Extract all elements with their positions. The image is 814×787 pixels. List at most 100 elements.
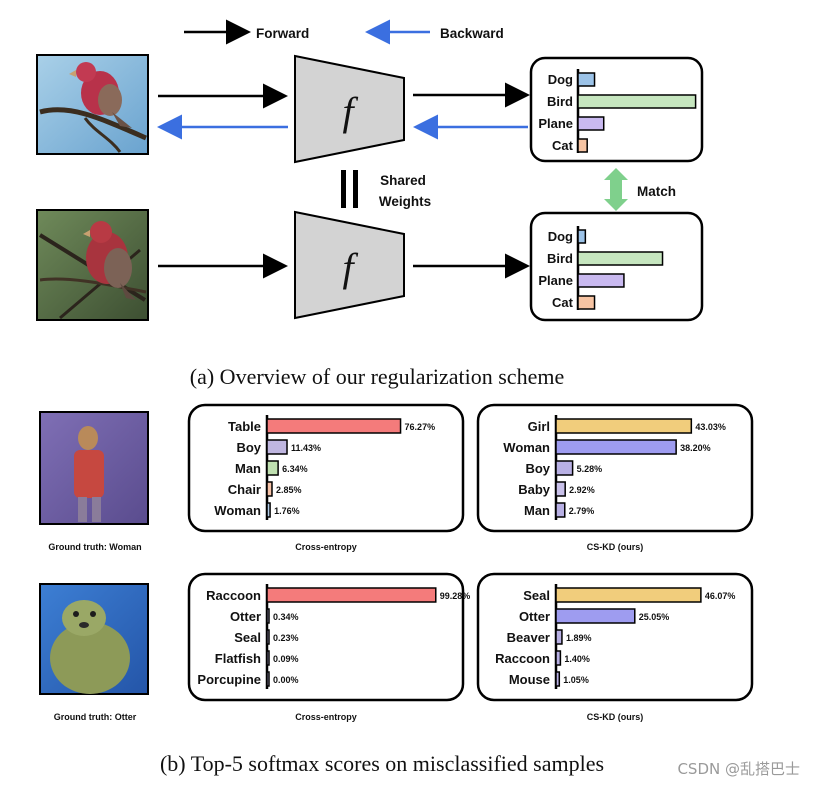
network-top: f (294, 54, 405, 164)
score-value-boy: 5.28% (577, 464, 603, 474)
bird-image-top (36, 54, 149, 155)
score-bar-seal (555, 587, 702, 603)
class-label-otter: Otter (230, 609, 261, 624)
score-value-boy: 11.43% (291, 443, 321, 453)
panel-otter-cskd (476, 572, 754, 702)
class-label-baby: Baby (518, 482, 551, 497)
output-top-label-dog: Dog (548, 72, 573, 87)
output-top-bar-cat (577, 138, 588, 153)
shared-weights: Shared Weights (341, 170, 431, 209)
score-value-man: 2.79% (569, 506, 595, 516)
class-label-chair: Chair (228, 482, 261, 497)
network-bottom: f (294, 210, 405, 320)
class-label-raccoon: Raccoon (206, 588, 261, 603)
class-label-boy: Boy (525, 461, 550, 476)
output-bottom-bar-dog (577, 229, 587, 244)
class-label-seal: Seal (523, 588, 550, 603)
shared-bar-right (353, 170, 358, 208)
score-bar-beaver (555, 629, 563, 645)
class-label-boy: Boy (236, 440, 261, 455)
output-bottom-bar-cat (577, 295, 596, 310)
output-top-bar-plane (577, 116, 605, 131)
score-value-seal: 46.07% (705, 591, 736, 601)
panel-title-otter-cskd: CS-KD (ours) (587, 712, 644, 722)
class-label-table: Table (228, 419, 261, 434)
score-bar-otter (555, 608, 636, 624)
match-arrow: Match (604, 168, 676, 211)
class-label-man: Man (235, 461, 261, 476)
score-value-mouse: 1.05% (563, 675, 589, 685)
bird-image-bottom (36, 209, 149, 321)
legend: Forward Backward (184, 19, 504, 45)
ground-truth-otter: Ground truth: Otter (54, 712, 137, 722)
score-value-table: 76.27% (405, 422, 436, 432)
match-label: Match (637, 184, 676, 199)
panel-title-woman-ce: Cross-entropy (295, 542, 357, 552)
class-label-mouse: Mouse (509, 672, 550, 687)
watermark: CSDN @乱搭巴士 (677, 760, 800, 778)
score-bar-baby (555, 481, 566, 497)
score-value-otter: 0.34% (273, 612, 299, 622)
output-box-bottom (529, 211, 704, 322)
output-bottom-label-dog: Dog (548, 229, 573, 244)
class-label-girl: Girl (528, 419, 550, 434)
score-bar-boy (555, 460, 574, 476)
output-box-top (529, 56, 704, 163)
output-top-bar-bird (577, 94, 697, 109)
class-label-porcupine: Porcupine (197, 672, 261, 687)
score-value-raccoon: 99.28% (440, 591, 471, 601)
output-top-label-plane: Plane (538, 116, 573, 131)
score-bar-girl (555, 418, 693, 434)
class-label-flatfish: Flatfish (215, 651, 261, 666)
output-bottom-label-cat: Cat (552, 295, 574, 310)
panel-otter-cross-entropy (187, 572, 465, 702)
woman-sample-image (39, 411, 149, 525)
class-label-woman: Woman (214, 503, 261, 518)
output-bottom-bar-bird (577, 251, 664, 266)
score-value-girl: 43.03% (695, 422, 726, 432)
score-value-seal: 0.23% (273, 633, 299, 643)
shared-bar-left (341, 170, 346, 208)
score-bar-boy (266, 439, 288, 455)
otter-sample-image (39, 583, 149, 695)
output-bottom-label-bird: Bird (547, 251, 573, 266)
panel-title-otter-ce: Cross-entropy (295, 712, 357, 722)
score-value-otter: 25.05% (639, 612, 670, 622)
class-label-beaver: Beaver (507, 630, 550, 645)
ground-truth-woman: Ground truth: Woman (48, 542, 141, 552)
score-value-flatfish: 0.09% (273, 654, 299, 664)
shared-label-line1: Shared (380, 173, 426, 188)
score-value-baby: 2.92% (569, 485, 595, 495)
bars-otter-cskd: Seal 46.07% Otter 25.05% Beaver 1.89% Raccoon 1… (495, 584, 735, 689)
score-value-woman: 38.20% (680, 443, 711, 453)
bars-woman-cskd: Girl 43.03% Woman 38.20% Boy 5.28% Baby 2.92% Ma… (503, 415, 726, 520)
score-bar-man (266, 460, 279, 476)
class-label-woman: Woman (503, 440, 550, 455)
class-label-seal: Seal (234, 630, 261, 645)
class-label-otter: Otter (519, 609, 550, 624)
forward-legend-label: Forward (256, 26, 309, 41)
panel-title-woman-cskd: CS-KD (ours) (587, 542, 644, 552)
score-bar-table (266, 418, 402, 434)
output-top-label-cat: Cat (552, 138, 574, 153)
score-value-beaver: 1.89% (566, 633, 592, 643)
score-value-raccoon: 1.40% (564, 654, 590, 664)
panel-woman-cross-entropy (187, 403, 465, 533)
class-label-man: Man (524, 503, 550, 518)
score-bar-raccoon (266, 587, 437, 603)
output-bottom-label-plane: Plane (538, 273, 573, 288)
score-value-porcupine: 0.00% (273, 675, 299, 685)
score-bar-woman (555, 439, 677, 455)
panel-woman-cskd (476, 403, 754, 533)
output-top-label-bird: Bird (547, 94, 573, 109)
class-label-raccoon: Raccoon (495, 651, 550, 666)
caption-a: (a) Overview of our regularization schem… (190, 364, 564, 389)
score-bar-otter (266, 608, 270, 624)
score-bar-raccoon (555, 650, 562, 666)
score-bar-woman (266, 502, 271, 518)
score-bar-porcupine (266, 671, 270, 687)
